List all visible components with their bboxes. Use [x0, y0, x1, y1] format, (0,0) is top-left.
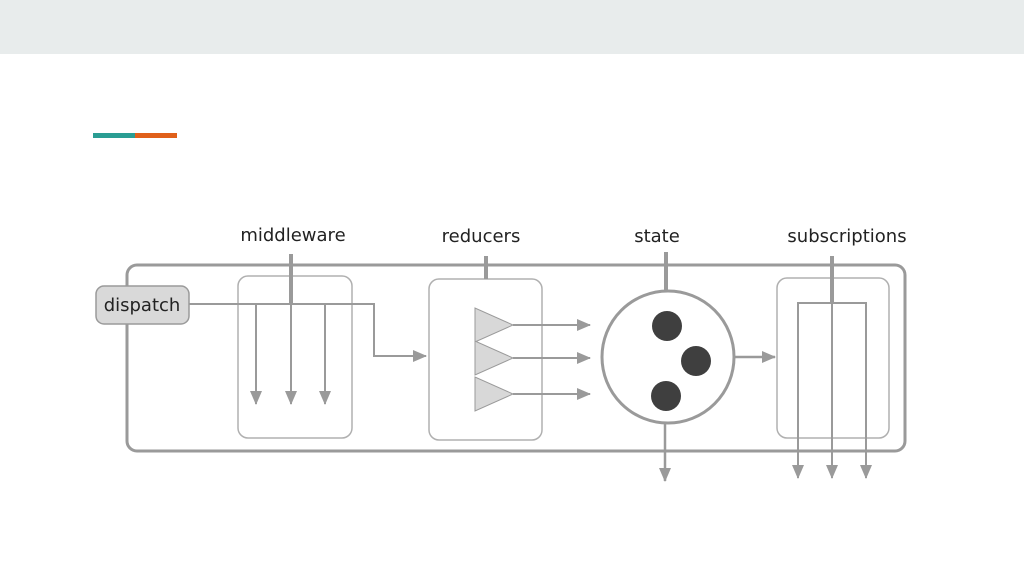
state-dot: [651, 381, 681, 411]
store-container: [125, 263, 907, 453]
accent-bar-teal: [93, 133, 135, 138]
accent-bar-orange: [135, 133, 177, 138]
label-subscriptions: subscriptions: [787, 226, 906, 247]
state-dot: [681, 346, 711, 376]
reducer-triangle: [474, 340, 515, 376]
reducer-triangle: [474, 307, 515, 343]
reducer-triangle: [474, 376, 515, 412]
label-state: state: [634, 226, 680, 247]
dispatch-flow-line: [189, 303, 427, 362]
state-dot: [652, 311, 682, 341]
dispatch-label: dispatch: [104, 295, 181, 316]
label-middleware: middleware: [240, 225, 345, 246]
label-reducers: reducers: [442, 226, 521, 247]
header-band: [0, 0, 1024, 54]
